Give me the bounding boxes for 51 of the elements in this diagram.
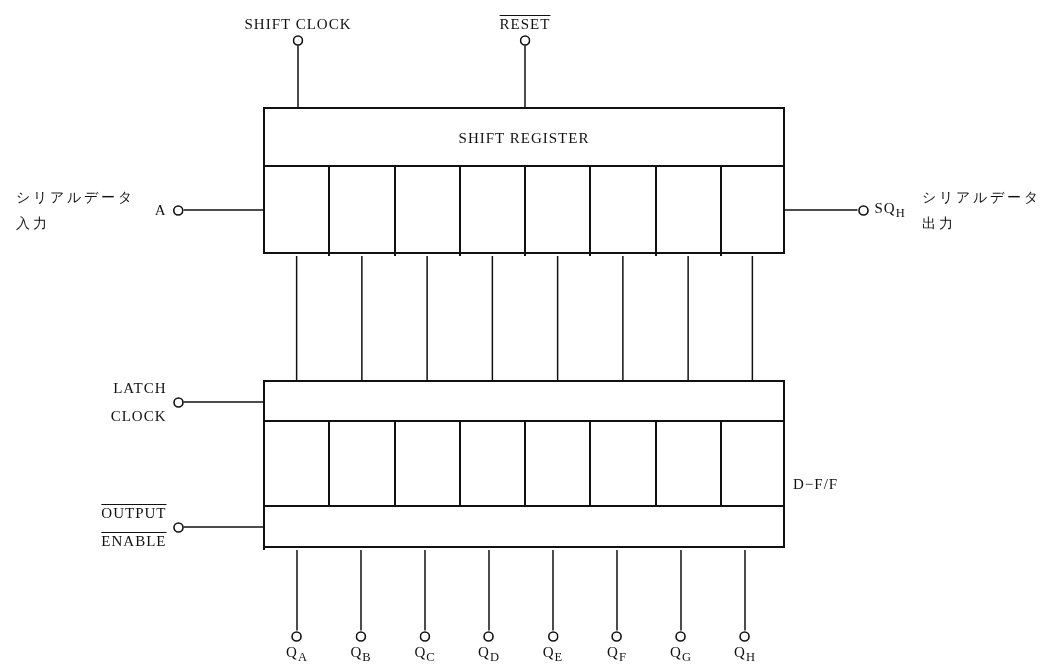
pin-label: Q$_{D}$ xyxy=(478,643,500,665)
shift-register-box xyxy=(263,107,785,254)
register-cell xyxy=(719,165,785,256)
register-cell xyxy=(589,165,657,256)
register-cell xyxy=(524,165,592,256)
wire xyxy=(556,255,559,381)
wire xyxy=(424,549,426,632)
wire xyxy=(784,209,859,211)
pin-label: OUTPUT ENABLE xyxy=(100,504,167,551)
wire xyxy=(296,549,298,632)
pin-label: SHIFT CLOCK xyxy=(244,15,352,33)
register-cell xyxy=(654,165,722,256)
wire xyxy=(295,255,298,381)
control-bar xyxy=(263,505,785,550)
register-cell xyxy=(458,165,526,256)
wire xyxy=(361,255,363,381)
latch-box xyxy=(263,380,785,548)
wire xyxy=(426,255,428,381)
register-cell xyxy=(393,165,461,256)
pin-label: Q$_{E}$ xyxy=(542,643,564,665)
pin-label: A xyxy=(154,201,167,219)
wire xyxy=(360,549,362,632)
wire xyxy=(622,255,624,381)
pin-label: Q$_{C}$ xyxy=(414,643,436,665)
wire xyxy=(488,549,490,632)
wire xyxy=(751,255,754,381)
node-label: シリアルデータ入力 xyxy=(16,188,137,233)
wire xyxy=(297,44,299,108)
wire xyxy=(552,549,554,632)
wire xyxy=(182,401,264,403)
pin-label: Q$_{H}$ xyxy=(734,643,756,665)
wire xyxy=(744,549,746,632)
pin-label: Q$_{A}$ xyxy=(286,643,308,665)
wire xyxy=(680,549,682,632)
pin-label: Q$_{G}$ xyxy=(670,643,692,665)
wire xyxy=(687,255,689,381)
node-label: シリアルデータ出力 xyxy=(921,188,1042,233)
register-cell xyxy=(328,165,396,256)
block-label: D−F/F xyxy=(793,476,839,493)
wire xyxy=(524,44,526,108)
pin-label: SQ$_{H}$ xyxy=(874,199,906,221)
pin-label: Q$_{F}$ xyxy=(607,643,627,665)
block-title: SHIFT REGISTER xyxy=(457,129,591,148)
control-bar xyxy=(263,380,785,422)
wire xyxy=(182,526,264,528)
wire xyxy=(182,209,264,211)
pin-label: LATCH CLOCK xyxy=(109,379,167,426)
wire xyxy=(616,549,618,632)
pin-label: Q$_{B}$ xyxy=(350,643,372,665)
wire xyxy=(491,255,494,381)
pin-label: RESET xyxy=(499,15,551,33)
